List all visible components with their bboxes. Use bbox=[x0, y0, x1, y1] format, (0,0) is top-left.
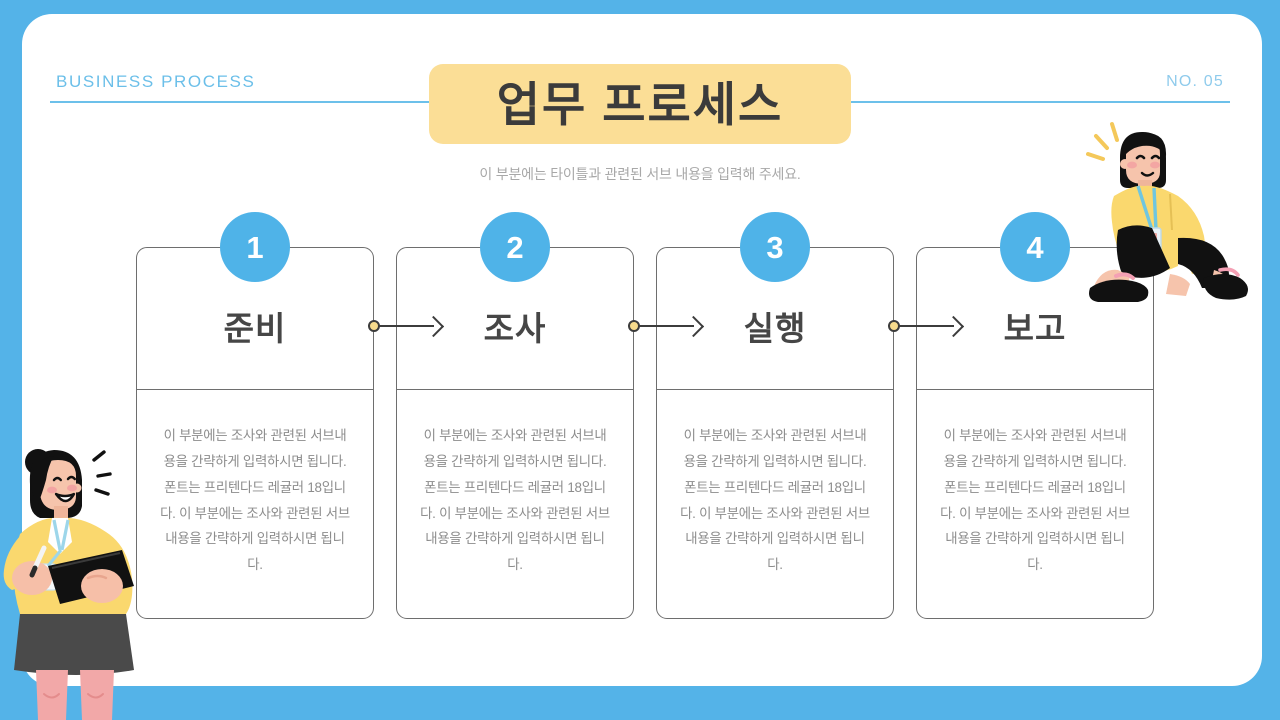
step-connector-arrow bbox=[628, 315, 710, 337]
step-header: 조사 bbox=[397, 248, 633, 390]
step-number: 3 bbox=[766, 229, 784, 265]
step-number: 4 bbox=[1026, 229, 1044, 265]
connector-line bbox=[378, 325, 434, 328]
process-steps-row: 준비 이 부분에는 조사와 관련된 서브내용을 간략하게 입력하시면 됩니다. … bbox=[136, 212, 1154, 619]
step-number-badge: 4 bbox=[1000, 212, 1070, 282]
arrow-right-icon bbox=[682, 315, 705, 337]
step-title: 준비 bbox=[223, 310, 287, 347]
step-body-text: 이 부분에는 조사와 관련된 서브내용을 간략하게 입력하시면 됩니다. 폰트는… bbox=[940, 428, 1130, 573]
process-step-card[interactable]: 준비 이 부분에는 조사와 관련된 서브내용을 간략하게 입력하시면 됩니다. … bbox=[136, 247, 374, 619]
page-number-label: NO. 05 bbox=[1166, 73, 1224, 90]
step-body-text: 이 부분에는 조사와 관련된 서브내용을 간략하게 입력하시면 됩니다. 폰트는… bbox=[160, 428, 350, 573]
step-number: 1 bbox=[246, 229, 264, 265]
process-step-card[interactable]: 조사 이 부분에는 조사와 관련된 서브내용을 간략하게 입력하시면 됩니다. … bbox=[396, 247, 634, 619]
kneeling-office-worker-illustration bbox=[1086, 122, 1248, 302]
page-title-box: 업무 프로세스 bbox=[429, 64, 851, 144]
step-body-text: 이 부분에는 조사와 관련된 서브내용을 간략하게 입력하시면 됩니다. 폰트는… bbox=[420, 428, 610, 573]
process-step-card[interactable]: 실행 이 부분에는 조사와 관련된 서브내용을 간략하게 입력하시면 됩니다. … bbox=[656, 247, 894, 619]
connector-line bbox=[638, 325, 694, 328]
step-title: 실행 bbox=[743, 310, 807, 347]
step-header: 준비 bbox=[137, 248, 373, 390]
step-body-text: 이 부분에는 조사와 관련된 서브내용을 간략하게 입력하시면 됩니다. 폰트는… bbox=[680, 428, 870, 573]
page-subtitle: 이 부분에는 타이틀과 관련된 서브 내용을 입력해 주세요. bbox=[479, 166, 801, 182]
step-header: 보고 bbox=[917, 248, 1153, 390]
page-title: 업무 프로세스 bbox=[496, 77, 784, 131]
step-title: 보고 bbox=[1003, 310, 1067, 347]
process-step-card[interactable]: 보고 이 부분에는 조사와 관련된 서브내용을 간략하게 입력하시면 됩니다. … bbox=[916, 247, 1154, 619]
eyebrow-label: BUSINESS PROCESS bbox=[56, 72, 256, 91]
step-number: 2 bbox=[506, 229, 524, 265]
step-number-badge: 1 bbox=[220, 212, 290, 282]
step-connector-arrow bbox=[888, 315, 970, 337]
arrow-right-icon bbox=[942, 315, 965, 337]
step-title: 조사 bbox=[483, 310, 547, 347]
arrow-right-icon bbox=[422, 315, 445, 337]
step-header: 실행 bbox=[657, 248, 893, 390]
connector-line bbox=[898, 325, 954, 328]
step-number-badge: 3 bbox=[740, 212, 810, 282]
woman-with-clipboard-illustration bbox=[3, 449, 134, 720]
step-number-badge: 2 bbox=[480, 212, 550, 282]
step-connector-arrow bbox=[368, 315, 450, 337]
